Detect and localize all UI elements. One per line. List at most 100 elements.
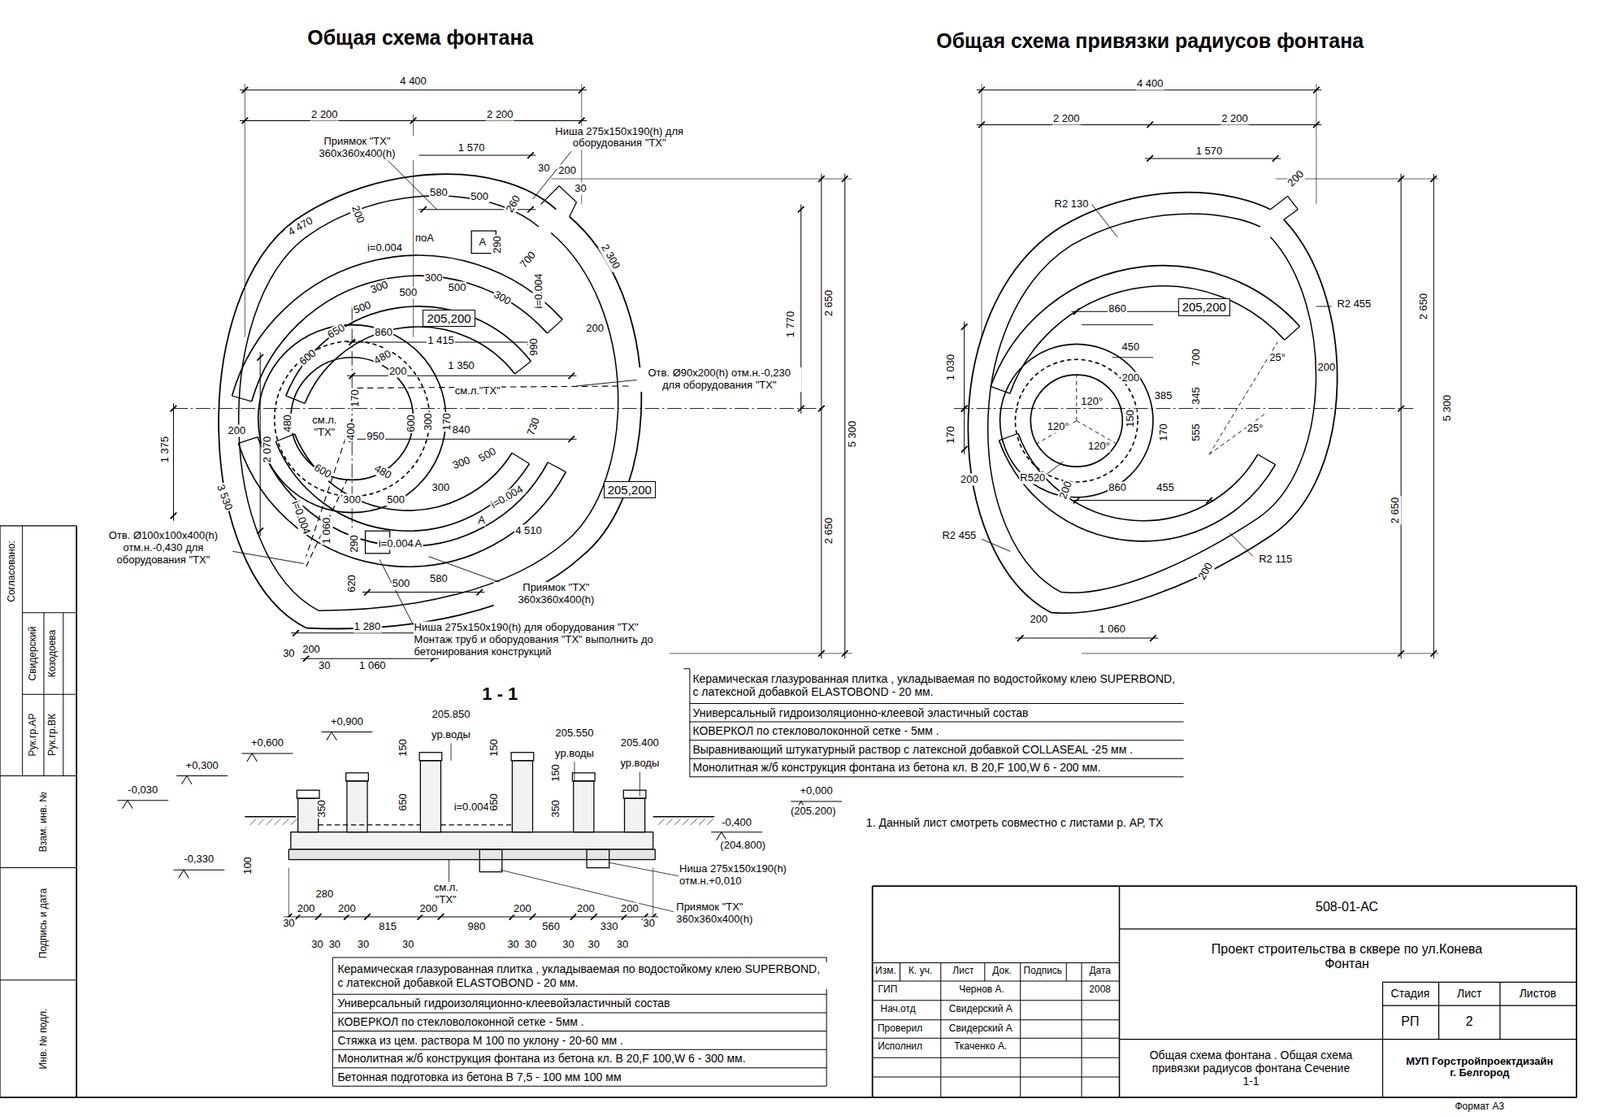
table-rule [332, 957, 334, 1086]
drawing-label: Ткаченко А. [953, 1040, 1008, 1053]
drawing-label: +0,900 [329, 715, 365, 728]
table-rule [1081, 962, 1083, 1098]
drawing-label: 200 [1284, 167, 1307, 190]
leader-line [1045, 461, 1063, 475]
ground-hatch [706, 818, 714, 825]
drawing-label: 950 [365, 430, 386, 443]
drawing-label: 205.550 [554, 726, 595, 739]
extension-line [288, 867, 290, 924]
wall-arc [1018, 433, 1258, 521]
drawing-label: А [476, 514, 486, 527]
dimension-tick [170, 405, 178, 412]
angle-line [1075, 374, 1077, 421]
table-rule [872, 1076, 1120, 1078]
drawing-label: i=0.004 [453, 801, 490, 814]
drawing-label: 2 650 [822, 516, 835, 546]
frame-line [22, 611, 78, 613]
frame-line [0, 979, 77, 980]
drawing-label: 2 300 [598, 242, 623, 273]
drawing-label: Ниша 275х150х190(h) для оборудования "ТХ… [413, 621, 671, 659]
drawing-label: Исполнил [876, 1040, 924, 1053]
dimension-line [820, 173, 822, 659]
frame-line [872, 884, 1577, 887]
drawing-label: 120° [1079, 394, 1104, 408]
drawing-label: 30 [281, 917, 295, 930]
table-rule [332, 1066, 827, 1068]
drawing-label: i=0.004 [377, 537, 415, 551]
drawing-label: 620 [346, 573, 359, 594]
niche-line [1283, 209, 1299, 221]
coping-rect [511, 752, 534, 761]
drawing-label: Козодоева [47, 628, 59, 678]
drawing-label: R520 [1018, 471, 1046, 484]
ground-hatch [682, 818, 690, 825]
drawing-label: 840 [451, 423, 472, 436]
elevation-mark [242, 752, 294, 754]
outer-wall [988, 213, 1261, 592]
wall-arc [275, 441, 529, 531]
drawing-label: 860 [1107, 303, 1128, 316]
drawing-label: 500 [476, 445, 499, 466]
drawing-label: 150 [487, 738, 500, 759]
axis-line [953, 407, 1414, 409]
ground-line [653, 815, 715, 818]
dimension-tick [1149, 634, 1157, 642]
drawing-label: 205.400 [620, 737, 660, 750]
drawing-label: 330 [599, 920, 620, 933]
drawing-label: Рук.гр.ВК [47, 712, 59, 757]
frame-line [22, 693, 78, 695]
table-rule [332, 1049, 827, 1050]
drawing-label: МУП Горстройпроектдизайн г. Белгород [1402, 1055, 1557, 1080]
dimension-tick [570, 913, 577, 920]
drawing-label: 650 [487, 792, 500, 812]
dimension-tick [294, 913, 302, 920]
drawing-label: ур.воды [554, 746, 595, 759]
drawing-label: 345 [1189, 385, 1202, 406]
dimension-tick [1073, 497, 1080, 504]
angle-line [1209, 413, 1266, 455]
drawing-label: 150 [1124, 408, 1137, 429]
water-line [318, 823, 421, 825]
wall-end [1284, 326, 1301, 341]
drawing-label: 200 [512, 901, 533, 915]
drawing-label: 120° [1046, 420, 1071, 433]
angle-line [1209, 342, 1278, 455]
drawing-label: 455 [1155, 481, 1176, 495]
drawing-label: R2 455 [1335, 298, 1372, 311]
drawing-label: 4 400 [398, 75, 428, 88]
drawing-label: 5 300 [845, 419, 859, 448]
drawing-label: Приямок "ТХ" 360х360х400(h) [675, 901, 800, 926]
wall-end [998, 433, 1019, 441]
wall-arc [257, 437, 548, 547]
drawing-label: 200 [226, 424, 247, 437]
drawing-label: 4 510 [514, 524, 543, 538]
drawing-label: 555 [1189, 423, 1202, 443]
dimension-line [844, 173, 846, 659]
drawing-label: Приямок "ТХ" 360х360х400(h) [294, 135, 420, 161]
dimension-tick [529, 913, 537, 920]
drawing-label: 2 200 [485, 108, 515, 121]
drawing-label: 480 [281, 413, 295, 434]
wall-end [232, 395, 252, 402]
table-rule [332, 1011, 827, 1013]
table-rule [872, 999, 1120, 1001]
ground-hatch [258, 818, 265, 825]
leader-line [609, 862, 679, 876]
dimension-line [407, 155, 536, 157]
drawing-label: Проверил [876, 1023, 924, 1035]
drawing-label: Бетонная подготовка из бетона В 7,5 - 10… [336, 1070, 622, 1084]
dimension-line [418, 208, 536, 210]
wall-end [511, 452, 529, 464]
drawing-label: 2 070 [261, 434, 274, 464]
elevation-mark [178, 869, 190, 878]
drawing-label: 1 570 [457, 142, 486, 155]
wall-end [546, 319, 563, 334]
table-rule [689, 758, 1184, 759]
drawing-label: 385 [1153, 390, 1174, 403]
drawing-label: 1 - 1 [481, 683, 519, 704]
elevation-box: 205,200 [603, 481, 656, 499]
table-rule [689, 721, 1184, 723]
elevation-mark [790, 800, 842, 802]
drawing-label: +0,000 [799, 784, 834, 798]
leader-line [1081, 324, 1154, 326]
